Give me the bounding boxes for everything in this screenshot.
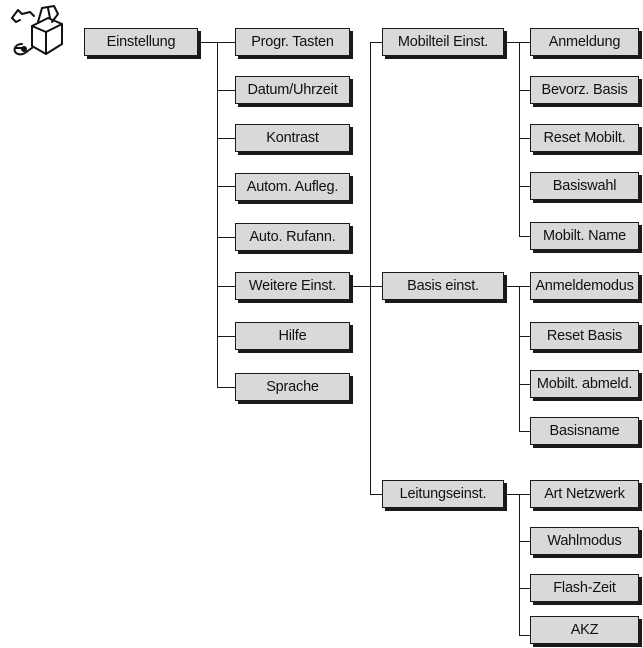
connector [217, 42, 219, 387]
menu-node-anmeldemodus: Anmeldemodus [530, 272, 639, 300]
menu-node-flash-zeit: Flash-Zeit [530, 574, 639, 602]
menu-node-wahlmodus: Wahlmodus [530, 527, 639, 555]
menu-node-einstellung: Einstellung [84, 28, 198, 56]
menu-node-sprache: Sprache [235, 373, 350, 401]
menu-node-basis-einst: Basis einst. [382, 272, 504, 300]
connector [198, 42, 235, 44]
connector [370, 42, 372, 494]
menu-node-mobilt-abmeld: Mobilt. abmeld. [530, 370, 639, 398]
menu-node-progr-tasten: Progr. Tasten [235, 28, 350, 56]
settings-tools-icon [11, 5, 63, 56]
connector [217, 387, 235, 389]
menu-node-akz: AKZ [530, 616, 639, 644]
menu-node-reset-basis: Reset Basis [530, 322, 639, 350]
connector [519, 138, 530, 140]
menu-node-kontrast: Kontrast [235, 124, 350, 152]
connector [217, 286, 235, 288]
connector [519, 541, 530, 543]
connector [370, 42, 382, 44]
connector [217, 138, 235, 140]
connector [504, 286, 530, 288]
connector [217, 237, 235, 239]
connector [519, 494, 521, 635]
menu-node-bevorz-basis: Bevorz. Basis [530, 76, 639, 104]
menu-node-mobilt-name: Mobilt. Name [530, 222, 639, 250]
connector [370, 494, 382, 496]
connector [217, 90, 235, 92]
connector [519, 90, 530, 92]
connector [519, 336, 530, 338]
connector [519, 286, 521, 431]
connector [519, 236, 530, 238]
menu-node-weitere-einst: Weitere Einst. [235, 272, 350, 300]
menu-node-basiswahl: Basiswahl [530, 172, 639, 200]
connector [519, 384, 530, 386]
menu-node-basisname: Basisname [530, 417, 639, 445]
connector [504, 42, 530, 44]
menu-node-auto-rufann: Auto. Rufann. [235, 223, 350, 251]
connector [519, 635, 530, 637]
connector [519, 431, 530, 433]
connector [519, 588, 530, 590]
menu-node-hilfe: Hilfe [235, 322, 350, 350]
connector [217, 336, 235, 338]
menu-node-anmeldung: Anmeldung [530, 28, 639, 56]
connector [350, 286, 382, 288]
menu-node-leitungseinst: Leitungseinst. [382, 480, 504, 508]
menu-node-autom-aufleg: Autom. Aufleg. [235, 173, 350, 201]
menu-node-art-netzwerk: Art Netzwerk [530, 480, 639, 508]
connector [217, 186, 235, 188]
menu-node-mobilteil-einst: Mobilteil Einst. [382, 28, 504, 56]
menu-node-reset-mobilt: Reset Mobilt. [530, 124, 639, 152]
menu-node-datum-uhrzeit: Datum/Uhrzeit [235, 76, 350, 104]
connector [519, 186, 530, 188]
connector [504, 494, 530, 496]
